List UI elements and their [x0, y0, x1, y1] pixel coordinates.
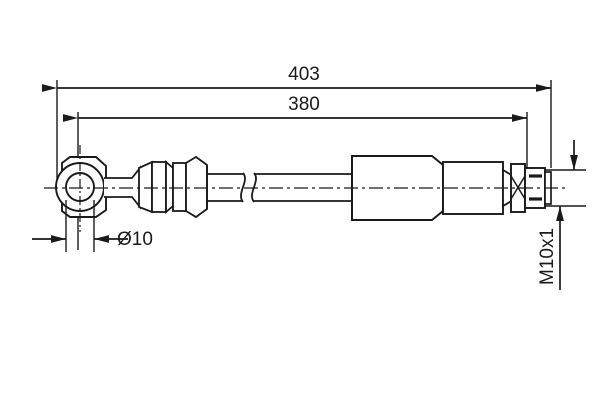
hose-body-right	[254, 173, 354, 202]
hex-nut-hatch-2	[510, 175, 526, 200]
dimension-bore-diameter	[32, 200, 128, 252]
dimension-label-403: 403	[288, 64, 320, 85]
ferrule-rib-2	[172, 162, 187, 212]
ferrule-collar	[185, 155, 208, 219]
dimension-thread-m10x1	[545, 140, 586, 290]
break-curve-left	[240, 172, 246, 203]
dimension-label-380: 380	[288, 94, 320, 115]
hose-body-left	[206, 173, 243, 202]
banjo-eyelet	[55, 145, 107, 232]
crimp-ferrule	[138, 155, 208, 219]
ferrule-flare-left	[138, 160, 153, 214]
ferrule-waist	[165, 160, 174, 214]
dimension-label-thread: M10x1	[537, 228, 558, 285]
ferrule-rib-1	[151, 161, 167, 213]
break-symbol	[240, 172, 257, 203]
dimension-label-bore: Ø10	[117, 229, 153, 250]
dimension-overall-403	[42, 80, 552, 186]
break-curve-right	[251, 172, 257, 203]
